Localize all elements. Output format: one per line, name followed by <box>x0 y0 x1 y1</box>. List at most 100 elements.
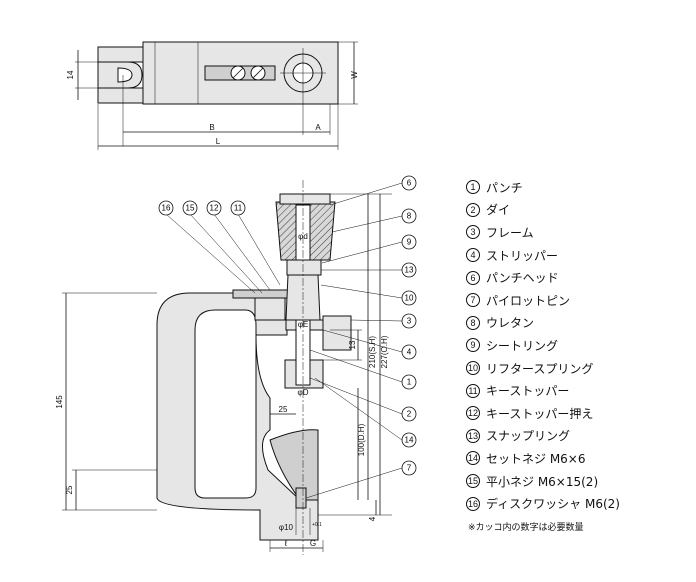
svg-text:8: 8 <box>407 212 412 221</box>
callout-2: 2 <box>401 406 417 422</box>
legend-number: 1 <box>466 180 480 195</box>
dim-l: L <box>216 137 221 146</box>
dim-b: B <box>209 123 214 132</box>
legend-number: 8 <box>466 315 480 330</box>
legend-number: 9 <box>466 338 480 353</box>
legend-label: キーストッパー押え <box>486 406 594 421</box>
legend-label: ディスクワッシャ M6(2) <box>486 497 620 512</box>
legend-number: 14 <box>466 451 480 466</box>
legend-label: ウレタン <box>486 316 535 331</box>
svg-text:2: 2 <box>407 410 412 419</box>
dim-g: G <box>310 539 316 548</box>
legend-item: 12 キーストッパー押え <box>466 402 692 425</box>
legend-label: 平小ネジ M6×15(2) <box>486 474 599 489</box>
callout-16: 16 <box>158 200 174 216</box>
svg-text:16: 16 <box>162 204 171 213</box>
legend-item: 6 パンチヘッド <box>466 266 692 289</box>
dim-227: 227(O.H) <box>380 335 389 368</box>
legend-number: 15 <box>466 474 480 489</box>
legend-item: 8 ウレタン <box>466 312 692 335</box>
legend-number: 3 <box>466 225 480 240</box>
svg-text:6: 6 <box>407 179 412 188</box>
dim-100: 100(D.H) <box>357 423 366 456</box>
legend-label: パンチヘッド <box>486 271 559 286</box>
legend-item: 10 リフタースプリング <box>466 357 692 380</box>
dim-25-left: 25 <box>65 485 74 494</box>
legend-item: 15 平小ネジ M6×15(2) <box>466 470 692 493</box>
callout-13: 13 <box>401 262 417 278</box>
dim-13: 13 <box>348 340 357 349</box>
legend-label: パイロットピン <box>486 293 571 308</box>
dim-w: W <box>350 71 359 79</box>
dim-phi10-tol: +0.1 <box>312 522 322 528</box>
dim-a: A <box>315 123 321 132</box>
legend-item: 11 キーストッパー <box>466 379 692 402</box>
legend-label: リフタースプリング <box>486 361 594 376</box>
svg-text:9: 9 <box>407 238 412 247</box>
dim-phi10: φ10 <box>279 523 294 532</box>
svg-text:13: 13 <box>405 266 414 275</box>
callout-12: 12 <box>206 200 222 216</box>
callout-8: 8 <box>401 208 417 224</box>
legend-number: 4 <box>466 248 480 263</box>
legend-label: ダイ <box>486 203 511 218</box>
legend-number: 13 <box>466 428 480 443</box>
callout-14: 14 <box>401 432 417 448</box>
dim-phi-d: φd <box>298 232 308 241</box>
legend-item: 14 セットネジ M6×6 <box>466 447 692 470</box>
svg-text:3: 3 <box>407 317 412 326</box>
legend-item: 13 スナップリング <box>466 425 692 448</box>
callout-11: 11 <box>230 200 246 216</box>
dim-14: 14 <box>66 70 75 79</box>
legend-label: シートリング <box>486 338 559 353</box>
callout-6: 6 <box>401 175 417 191</box>
legend-label: スナップリング <box>486 429 571 444</box>
legend-number: 10 <box>466 361 480 376</box>
svg-text:15: 15 <box>186 204 195 213</box>
legend-number: 11 <box>466 383 480 398</box>
dim-4: 4 <box>368 516 377 521</box>
legend-item: 7 パイロットピン <box>466 289 692 312</box>
legend-label: キーストッパー <box>486 384 570 399</box>
svg-text:14: 14 <box>405 436 414 445</box>
legend-number: 6 <box>466 270 480 285</box>
dim-phi-D: φD <box>298 388 309 397</box>
legend-number: 16 <box>466 496 480 511</box>
legend-item: 16 ディスクワッシャ M6(2) <box>466 492 692 515</box>
svg-text:7: 7 <box>407 464 412 473</box>
legend-note: ※カッコ内の数字は必要数量 <box>468 523 584 533</box>
callout-9: 9 <box>401 234 417 250</box>
legend-item: 2 ダイ <box>466 199 692 222</box>
callout-10: 10 <box>401 290 417 306</box>
legend-number: 12 <box>466 406 480 421</box>
dim-145: 145 <box>55 395 64 409</box>
svg-text:12: 12 <box>210 204 219 213</box>
legend-item: 9 シートリング <box>466 334 692 357</box>
legend-label: ストリッパー <box>486 248 559 263</box>
callout-4: 4 <box>401 344 417 360</box>
callout-15: 15 <box>182 200 198 216</box>
legend-label: パンチ <box>486 180 523 195</box>
legend-number: 2 <box>466 202 480 217</box>
top-view: W 14 B A L <box>66 41 359 150</box>
dim-210: 210(S.H) <box>368 336 377 368</box>
legend-label: セットネジ M6×6 <box>486 451 586 466</box>
dim-25-horiz: 25 <box>279 405 288 414</box>
callout-1: 1 <box>401 374 417 390</box>
svg-text:10: 10 <box>405 294 414 303</box>
legend-item: 4 ストリッパー <box>466 244 692 267</box>
legend-number: 7 <box>466 293 480 308</box>
legend-label: フレーム <box>486 225 534 240</box>
callout-7: 7 <box>401 460 417 476</box>
svg-text:11: 11 <box>234 204 243 213</box>
dim-ell: ℓ <box>284 539 288 548</box>
legend-item: 3 フレーム <box>466 221 692 244</box>
svg-text:4: 4 <box>407 348 412 357</box>
legend-item: 1 パンチ <box>466 176 692 199</box>
side-view: 145 25 25 φd φE φD 13 210(S.H) 227(O.H) … <box>55 175 417 555</box>
callout-3: 3 <box>401 313 417 329</box>
dim-phi-e: φE <box>298 320 309 329</box>
svg-text:1: 1 <box>407 378 412 387</box>
